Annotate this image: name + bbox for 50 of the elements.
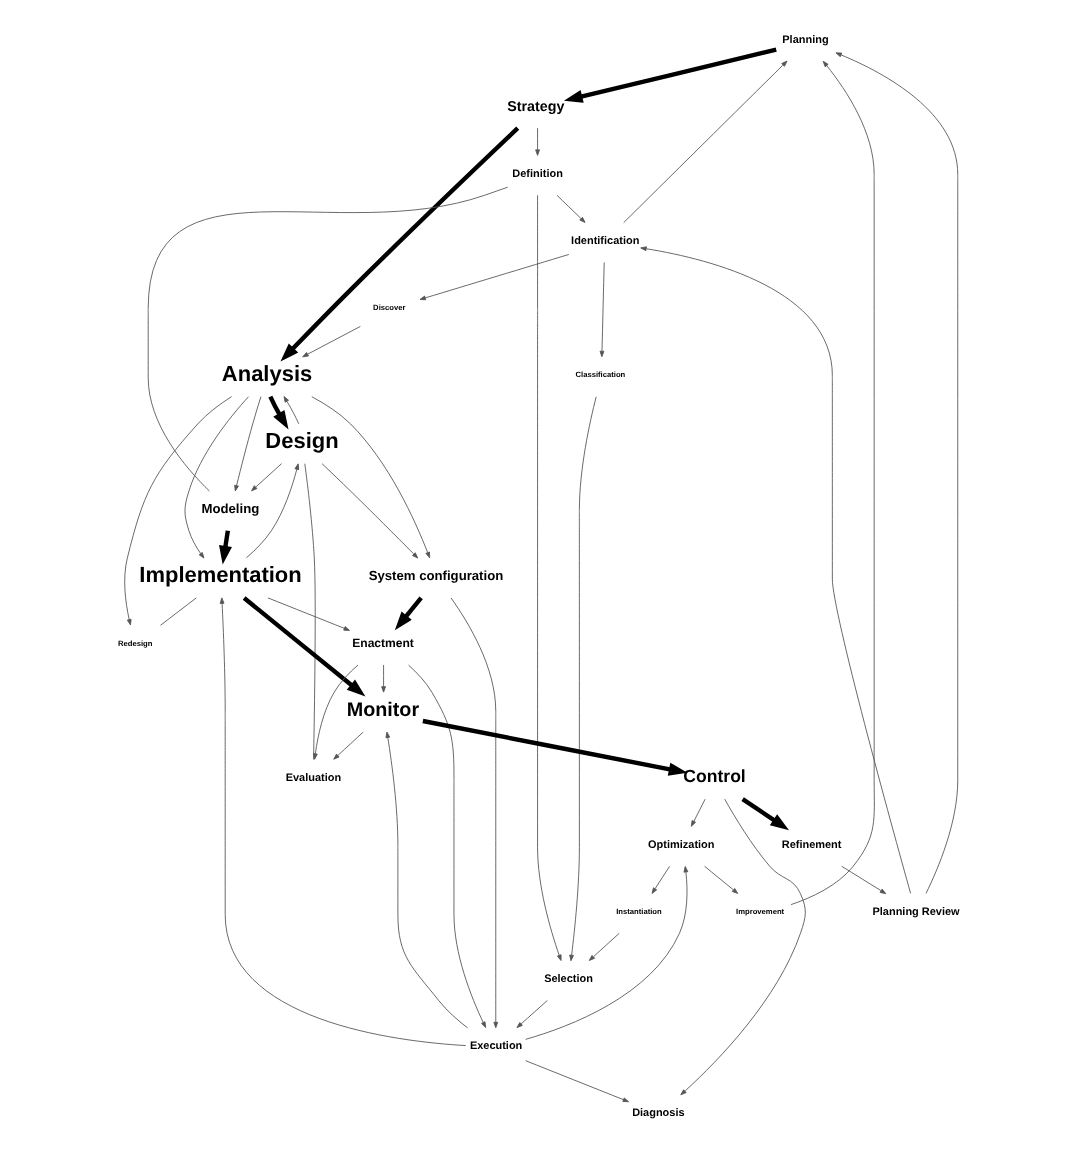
arrow	[535, 127, 540, 156]
arrow	[184, 396, 249, 559]
arrow	[599, 262, 605, 358]
arrow	[422, 718, 688, 776]
arrow	[640, 246, 912, 894]
connector	[147, 186, 509, 492]
arrow	[569, 396, 597, 962]
arrow	[450, 597, 499, 1029]
node-text: Implementation	[139, 564, 302, 589]
arrow	[690, 798, 706, 827]
arrow	[280, 126, 520, 362]
arrow	[242, 596, 366, 697]
arrow	[234, 396, 262, 492]
node-text: Control	[683, 766, 746, 787]
arrow	[537, 194, 562, 961]
arrow	[419, 254, 570, 301]
arrow	[588, 932, 620, 961]
arrow	[790, 60, 875, 906]
node-text: Analysis	[221, 363, 313, 388]
connector	[304, 463, 316, 760]
arrow	[704, 865, 739, 894]
arrow	[525, 1060, 630, 1103]
arrow	[283, 396, 300, 425]
arrow	[251, 463, 282, 492]
arrow	[841, 865, 887, 895]
node-text: Design	[265, 430, 339, 455]
connector	[160, 597, 197, 626]
arrow	[245, 463, 300, 559]
arrow	[302, 326, 361, 358]
arrow	[381, 664, 386, 693]
arrow	[623, 60, 788, 224]
arrow	[741, 797, 790, 831]
arrow	[313, 664, 359, 760]
arrow	[516, 1000, 548, 1029]
arrow	[267, 597, 350, 631]
arrow	[268, 395, 289, 430]
arrow	[525, 866, 689, 1040]
arrow	[556, 194, 586, 223]
arrow	[680, 798, 806, 1096]
arrow	[219, 597, 467, 1046]
arrow	[651, 865, 671, 894]
arrow	[385, 731, 469, 1029]
arrow	[835, 52, 959, 894]
arrow	[333, 731, 364, 760]
node-text: Monitor	[346, 699, 420, 722]
arrow	[394, 596, 423, 631]
arrow	[563, 47, 777, 103]
arrow	[311, 396, 431, 559]
arrow	[408, 664, 487, 1028]
arrow	[321, 463, 419, 559]
